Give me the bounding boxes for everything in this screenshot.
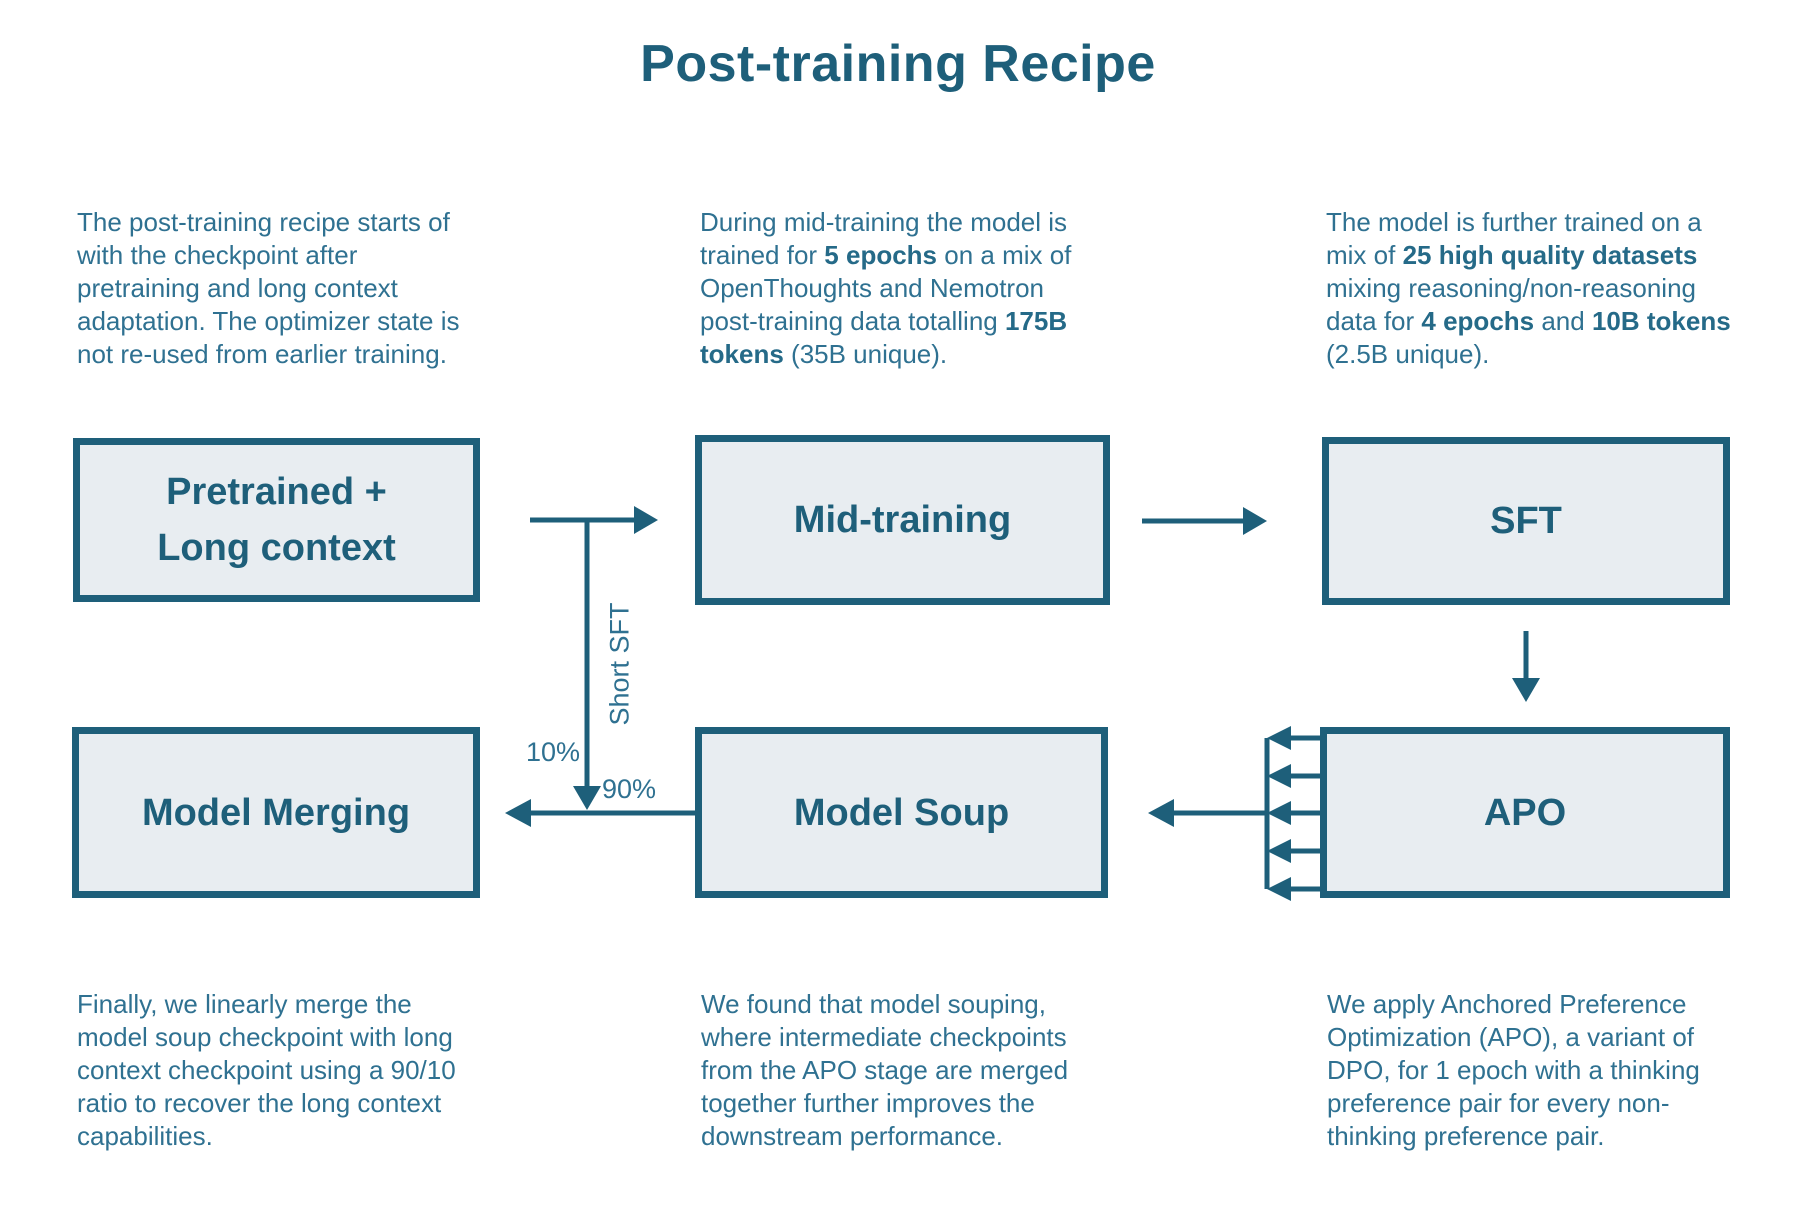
page-title: Post-training Recipe — [640, 35, 1156, 93]
arrow-head-right — [634, 506, 658, 534]
note-mid-training: During mid-training the model is trained… — [700, 207, 1072, 369]
arrow-pretrained-to-midtraining — [530, 506, 658, 534]
node-model-merging: Model Merging — [72, 727, 480, 898]
node-model-soup: Model Soup — [695, 727, 1108, 898]
arrow-head-down — [1512, 678, 1540, 702]
arrow-head-left — [1267, 839, 1291, 863]
arrow-midtraining-to-sft — [1142, 507, 1267, 535]
arrow-apo-to-soup — [1148, 799, 1267, 827]
note-model-soup: We found that model souping, where inter… — [701, 989, 1069, 1151]
merge-ratio-90-label: 90% — [602, 774, 657, 804]
node-pretrained-long-context: Pretrained + Long context — [73, 438, 480, 602]
arrow-sft-to-apo — [1512, 631, 1540, 702]
arrow-head-down — [573, 786, 601, 810]
node-sft: SFT — [1322, 437, 1730, 605]
arrow-head-left — [1267, 764, 1291, 788]
node-label-line2: Long context — [157, 527, 396, 569]
node-label: APO — [1483, 791, 1567, 834]
arrow-head-left — [1267, 801, 1291, 825]
note-sft: The model is further trained on a mix of… — [1326, 207, 1731, 369]
note-pretrained: The post-training recipe starts of with … — [77, 207, 460, 369]
short-sft-label: Short SFT — [604, 602, 635, 726]
arrow-head-left — [1148, 799, 1174, 827]
note-apo: We apply Anchored Preference Optimizatio… — [1327, 989, 1700, 1151]
node-label-line1: Pretrained + — [166, 471, 387, 513]
arrow-bundle-apo-checkpoints — [1264, 726, 1320, 901]
node-apo: APO — [1320, 727, 1730, 898]
node-label: Model Soup — [793, 791, 1010, 834]
arrow-head-left — [1267, 726, 1291, 750]
merge-ratio-10-label: 10% — [525, 737, 580, 767]
node-label: Model Merging — [141, 791, 411, 834]
node-mid-training: Mid-training — [695, 435, 1110, 605]
arrow-head-left — [505, 799, 531, 827]
arrow-short-sft-branch — [573, 520, 601, 810]
node-label: SFT — [1490, 500, 1562, 542]
arrow-head-right — [1243, 507, 1267, 535]
arrow-head-left — [1267, 877, 1291, 901]
node-label: Mid-training — [793, 499, 1012, 541]
arrow-soup-to-merging — [505, 799, 697, 827]
node-label: Pretrained + Long context — [157, 464, 396, 576]
note-model-merging: Finally, we linearly merge the model sou… — [77, 989, 456, 1151]
